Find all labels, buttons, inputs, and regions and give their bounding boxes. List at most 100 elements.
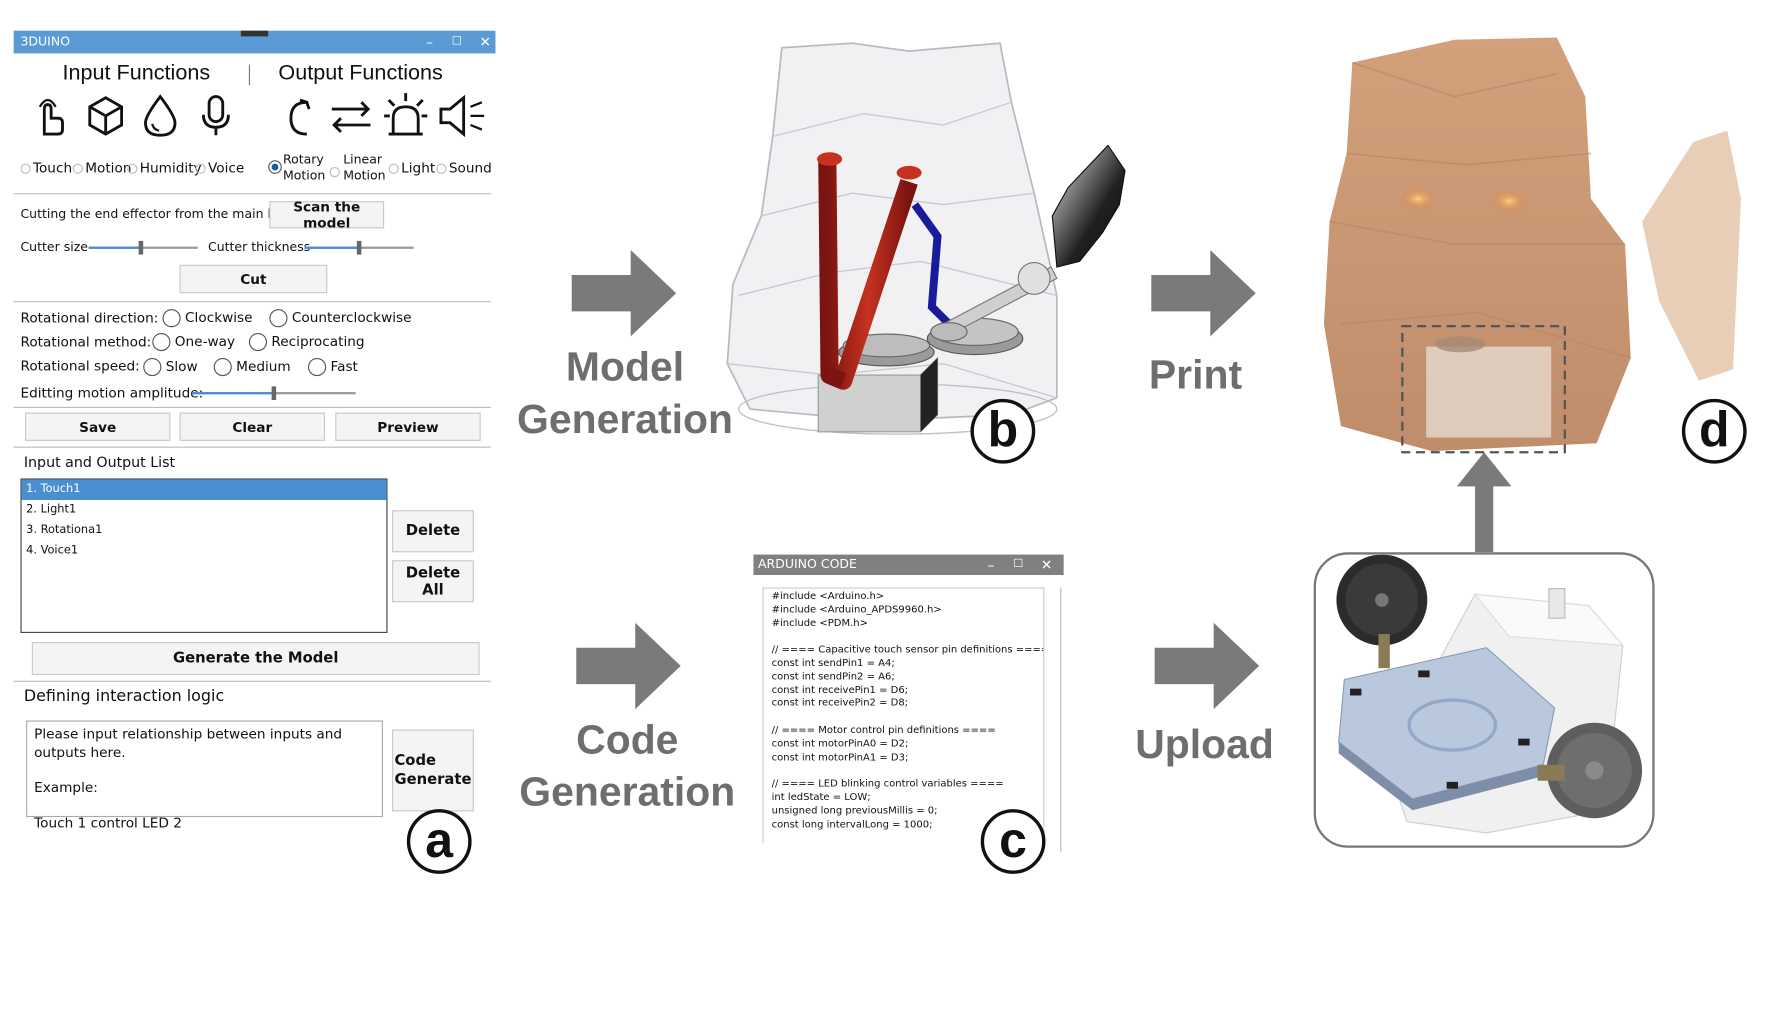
rot-method-reciprocating[interactable]: Reciprocating: [248, 332, 365, 352]
label-c: c: [980, 809, 1046, 874]
radio-circle[interactable]: [269, 309, 288, 328]
printed-figure-render: [1323, 37, 1741, 454]
radio-circle[interactable]: [162, 309, 181, 328]
title-grip: [240, 30, 269, 37]
rotary-motion-icon[interactable]: [282, 93, 318, 138]
arrow-model-generation: [571, 250, 677, 337]
code-close-icon[interactable]: ✕: [1040, 556, 1053, 573]
logic-line: Please input relationship between inputs…: [34, 726, 343, 760]
humidity-icon[interactable]: [140, 93, 181, 138]
code-editor[interactable]: #include <Arduino.h>#include <Arduino_AP…: [762, 587, 1045, 844]
option-humidity[interactable]: Humidity: [127, 160, 202, 176]
voice-icon[interactable]: [198, 93, 234, 138]
io-list-header: Input and Output List: [23, 453, 176, 471]
radio-circle[interactable]: [152, 332, 171, 352]
code-generate-button[interactable]: Code Generate: [392, 729, 474, 812]
clear-button[interactable]: Clear: [179, 412, 326, 441]
io-list[interactable]: 1. Touch1 2. Light1 3. Rotationa1 4. Voi…: [20, 478, 388, 633]
arrow-up: [1456, 452, 1512, 553]
rot-method-oneway[interactable]: One-way: [152, 332, 235, 352]
title-bar: 3DUINO – ☐ ✕: [13, 30, 496, 54]
minimize-icon[interactable]: –: [426, 34, 433, 51]
rot-method-label: Rotational method:: [20, 334, 152, 351]
list-item[interactable]: 4. Voice1: [26, 544, 79, 557]
rot-direction-counterclockwise[interactable]: Counterclockwise: [269, 309, 412, 328]
save-button[interactable]: Save: [25, 412, 171, 441]
upload-text: Upload: [1135, 720, 1274, 768]
cutter-thickness-slider[interactable]: [304, 240, 414, 255]
amplitude-fill: [192, 392, 274, 395]
option-rotary-radio[interactable]: [268, 160, 282, 174]
output-functions-header: Output Functions: [278, 61, 443, 86]
separator: [13, 406, 491, 408]
maximize-icon[interactable]: ☐: [451, 35, 462, 48]
code-maximize-icon[interactable]: ☐: [1013, 557, 1024, 571]
cutter-size-thumb[interactable]: [138, 240, 144, 255]
list-item[interactable]: 2. Light1: [26, 503, 77, 516]
rot-direction-clockwise[interactable]: Clockwise: [162, 309, 253, 328]
option-linear-motion-label[interactable]: Linear Motion: [343, 152, 386, 183]
motion-icon[interactable]: [83, 93, 128, 138]
touch-icon[interactable]: [31, 93, 74, 138]
option-touch[interactable]: Touch: [20, 160, 72, 176]
cutter-thickness-thumb[interactable]: [356, 240, 362, 255]
window-title: 3DUINO: [20, 34, 71, 49]
radio-circle[interactable]: [307, 357, 327, 377]
logic-textarea[interactable]: Please input relationship between inputs…: [26, 720, 383, 830]
amplitude-label: Editting motion amplitude:: [20, 385, 204, 402]
delete-all-button[interactable]: Delete All: [392, 560, 474, 603]
cut-button[interactable]: Cut: [179, 264, 328, 294]
code-line: [772, 765, 1036, 778]
code-line: const int receivePin1 = D6;: [771, 684, 909, 697]
print-text: Print: [1148, 351, 1243, 398]
rot-speed-medium[interactable]: Medium: [213, 357, 291, 377]
amplitude-thumb[interactable]: [271, 386, 277, 401]
label-d: d: [1681, 398, 1747, 464]
separator: [13, 680, 491, 682]
option-rotary-motion-label[interactable]: Rotary Motion: [282, 152, 326, 183]
option-light[interactable]: Light: [388, 160, 435, 176]
code-minimize-icon[interactable]: –: [987, 556, 995, 573]
linear-motion-icon[interactable]: [327, 93, 375, 138]
rot-speed-fast[interactable]: Fast: [307, 357, 358, 377]
code-line: [772, 631, 1036, 644]
amplitude-slider[interactable]: [192, 386, 356, 401]
scan-model-button[interactable]: Scan the model: [269, 199, 385, 231]
code-line: const int motorPinA0 = D2;: [771, 738, 909, 750]
code-line: const long intervalLong = 1000;: [771, 818, 933, 831]
logic-line: Example:: [34, 779, 98, 795]
light-icon[interactable]: [382, 91, 430, 139]
code-line: #include <PDM.h>: [771, 617, 869, 630]
code-line: [772, 712, 1036, 725]
option-motion[interactable]: Motion: [72, 160, 131, 176]
logic-header: Defining interaction logic: [23, 687, 225, 706]
separator: [13, 193, 491, 195]
gear-right: [1546, 722, 1643, 819]
radio-circle[interactable]: [213, 357, 232, 377]
option-voice[interactable]: Voice: [195, 160, 244, 176]
close-icon[interactable]: ✕: [479, 34, 491, 51]
cutter-thickness-fill: [304, 246, 360, 249]
separator: [13, 446, 491, 448]
code-line: int ledState = LOW;: [771, 792, 871, 804]
logic-line: [34, 797, 375, 815]
list-item[interactable]: 3. Rotationa1: [26, 523, 103, 537]
cutter-size-slider[interactable]: [88, 240, 198, 255]
option-linear-radio[interactable]: [329, 160, 343, 182]
preview-button[interactable]: Preview: [335, 412, 481, 441]
gear-top: [1336, 554, 1428, 646]
radio-circle[interactable]: [143, 357, 162, 377]
delete-button[interactable]: Delete: [392, 510, 474, 553]
generate-model-button[interactable]: Generate the Model: [31, 642, 480, 676]
logic-line: Touch 1 control LED 2: [34, 814, 182, 831]
radio-circle[interactable]: [248, 332, 268, 352]
rot-speed-slow[interactable]: Slow: [143, 357, 198, 377]
option-sound[interactable]: Sound: [436, 160, 492, 176]
list-item[interactable]: 1. Touch1: [21, 479, 387, 501]
hardware-module-photo: [1336, 554, 1643, 834]
arrow-upload: [1154, 622, 1260, 710]
arduino-code-window: ARDUINO CODE – ☐ ✕ #include <Arduino.h>#…: [753, 554, 1064, 853]
sound-icon[interactable]: [436, 93, 488, 138]
code-line: const int sendPin2 = A6;: [771, 671, 895, 683]
cutting-label: Cutting the end effector from the main b…: [20, 206, 299, 222]
